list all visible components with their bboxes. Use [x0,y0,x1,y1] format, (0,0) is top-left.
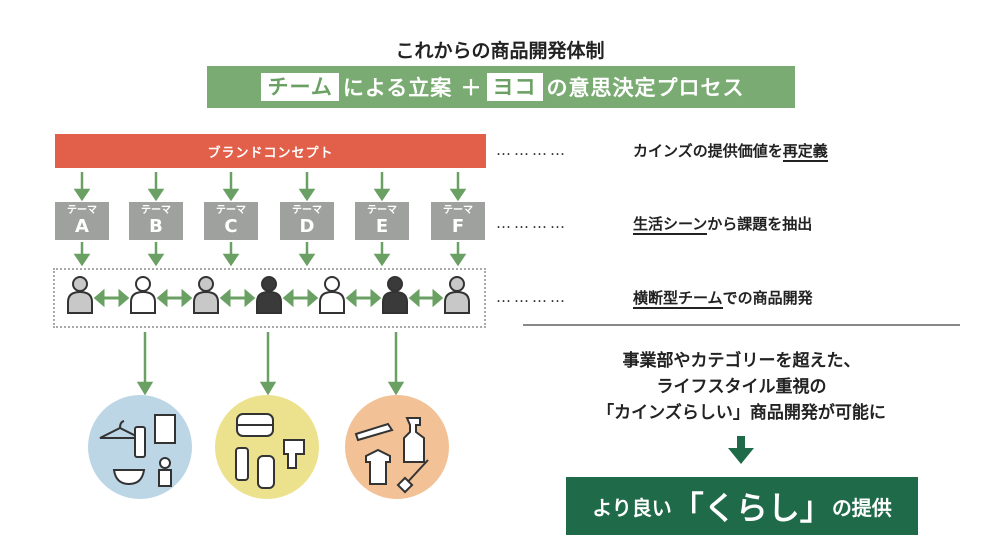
dots-separator: ………… [496,288,568,306]
brand-concept-bar: ブランドコンセプト [55,134,486,168]
theme-label: テーマ [216,205,246,216]
person-icon-5 [319,276,345,314]
cross-functional-team-box [53,268,486,328]
scene-label-post: から課題を抽出 [707,215,813,233]
person-icon-4 [256,276,282,314]
brand-to-theme-arrows [73,172,467,202]
team-to-category-arrows [136,332,405,396]
theme-box-b: テーマ B [129,202,183,240]
team-label: 横断型チームでの商品開発 [633,287,813,309]
final-pre: より良い [592,495,672,520]
person-icon-6 [382,276,408,314]
kitchen-clothing-circle [345,395,449,499]
final-message: より良い 「くらし」 の提供 [566,477,918,535]
theme-code: F [451,216,465,237]
team-label-underlined: 横断型チーム [633,289,723,309]
scene-label-underlined: 生活シーン [633,215,708,235]
banner-text-2: の意思決定プロセス [546,76,745,100]
banner-text-1: による立案 ＋ [342,76,483,100]
person-icon-3 [193,276,219,314]
final-post: の提供 [831,495,892,520]
divider [523,324,960,326]
theme-code: A [75,216,89,237]
theme-to-team-arrows [73,242,467,267]
dots-row-2: ………… [496,213,568,232]
result-line-2: ライフスタイル重視の [656,377,827,397]
final-big: 「くらし」 [671,489,832,527]
person-icon-1 [67,276,93,314]
theme-box-a: テーマ A [55,202,109,240]
banner: チーム による立案 ＋ ヨコ の意思決定プロセス [207,66,795,108]
dots-row-1: ………… [496,140,568,159]
value-label: カインズの提供価値を再定義 [633,140,828,162]
person-icon-7 [444,276,470,314]
theme-label: テーマ [367,205,397,216]
theme-box-e: テーマ E [355,202,409,240]
dots-separator: ………… [496,214,568,232]
theme-code: D [299,216,315,237]
scene-label: 生活シーンから課題を抽出 [633,213,813,235]
person-icon-2 [130,276,156,314]
banner-team: チーム [261,73,339,101]
theme-label: テーマ [443,205,473,216]
value-label-pre: カインズの提供価値を [633,142,783,160]
result-text: 事業部やカテゴリーを超えた、 ライフスタイル重視の 「カインズらしい」商品開発が… [523,348,960,426]
result-line-3: 「カインズらしい」商品開発が可能に [597,403,886,423]
banner-yoko: ヨコ [486,73,543,101]
theme-code: C [224,216,238,237]
team-label-post: での商品開発 [722,289,813,307]
collaboration-arrows [93,288,444,308]
theme-box-d: テーマ D [280,202,334,240]
theme-code: B [149,216,163,237]
theme-label: テーマ [141,205,171,216]
theme-box-c: テーマ C [204,202,258,240]
household-goods-circle [88,395,192,499]
theme-box-f: テーマ F [431,202,485,240]
dots-separator: ………… [496,141,568,159]
theme-label: テーマ [292,205,322,216]
page-title: これからの商品開発体制 [395,40,605,62]
theme-label: テーマ [67,205,97,216]
result-line-1: 事業部やカテゴリーを超えた、 [622,351,861,371]
hygiene-tools-circle [215,395,319,499]
value-label-underlined: 再定義 [782,142,828,162]
theme-code: E [375,216,389,237]
dots-row-3: ………… [496,287,568,306]
